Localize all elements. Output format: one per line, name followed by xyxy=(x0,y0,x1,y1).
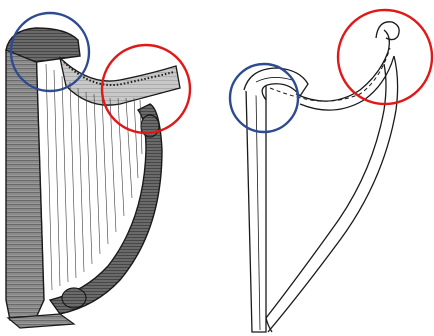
harp-right-scroll xyxy=(376,22,399,40)
harp-left-pillar xyxy=(6,44,44,320)
harp-right xyxy=(244,22,399,332)
harp-left-neck xyxy=(60,58,180,105)
harp-right-pillar xyxy=(246,86,266,332)
harp-left-foot-knob xyxy=(62,288,86,308)
right-harp-red-circle xyxy=(338,10,432,104)
harp-left xyxy=(6,28,180,328)
